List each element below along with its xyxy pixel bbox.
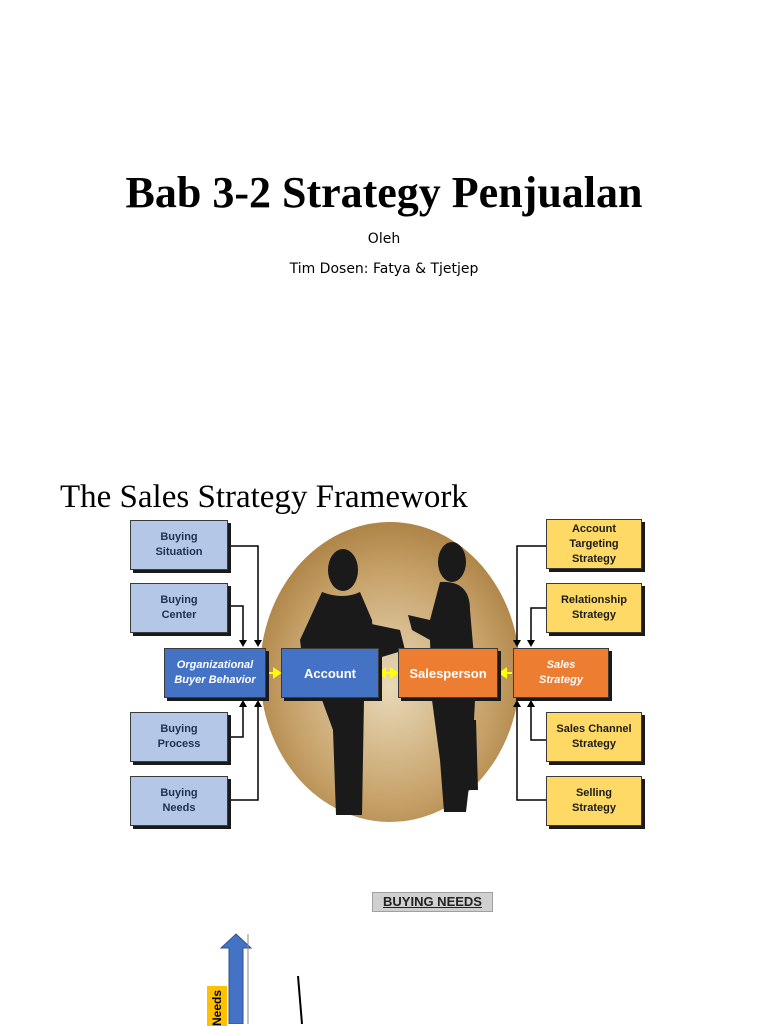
- needs-vertical-text: Needs: [210, 989, 224, 1026]
- buying-needs-box: Buying Needs: [130, 776, 228, 826]
- selling-strategy-box: Selling Strategy: [546, 776, 642, 826]
- buying-center-label: Buying Center: [160, 594, 198, 621]
- account-targeting-strategy-label: Account Targeting Strategy: [569, 522, 619, 565]
- buying-center-box: Buying Center: [130, 583, 228, 633]
- salesperson-box: Salesperson: [398, 648, 498, 698]
- selling-strategy-label: Selling Strategy: [571, 787, 617, 814]
- slide-title: Bab 3-2 Strategy Penjualan: [125, 168, 643, 217]
- account-label: Account: [304, 665, 356, 681]
- sales-channel-strategy-label: Sales Channel Strategy: [556, 723, 632, 750]
- buying-needs-label: Buying Needs: [160, 787, 198, 814]
- man-silhouette-icon: [300, 549, 405, 815]
- salesperson-label: Salesperson: [409, 665, 487, 681]
- buying-situation-box: Buying Situation: [130, 520, 228, 570]
- organizational-buyer-behavior-box: Organizational Buyer Behavior: [164, 648, 266, 698]
- framework-title: The Sales Strategy Framework: [60, 479, 468, 515]
- sales-strategy-label: Sales Strategy: [538, 659, 584, 686]
- sales-strategy-box: Sales Strategy: [513, 648, 609, 698]
- sales-channel-strategy-box: Sales Channel Strategy: [546, 712, 642, 762]
- buying-process-box: Buying Process: [130, 712, 228, 762]
- needs-vertical-label: Needs: [207, 986, 227, 1026]
- account-targeting-strategy-box: Account Targeting Strategy: [546, 519, 642, 569]
- relationship-strategy-label: Relationship Strategy: [560, 594, 627, 621]
- organizational-buyer-behavior-label: Organizational Buyer Behavior: [174, 659, 256, 686]
- buying-needs-header: BUYING NEEDS: [372, 892, 493, 912]
- relationship-strategy-box: Relationship Strategy: [546, 583, 642, 633]
- account-box: Account: [281, 648, 379, 698]
- buying-situation-label: Buying Situation: [155, 531, 203, 558]
- buying-process-label: Buying Process: [157, 723, 201, 750]
- slide-subtitle-authors: Tim Dosen: Fatya & Tjetjep: [289, 261, 479, 277]
- slide-subtitle-by: Oleh: [367, 231, 401, 247]
